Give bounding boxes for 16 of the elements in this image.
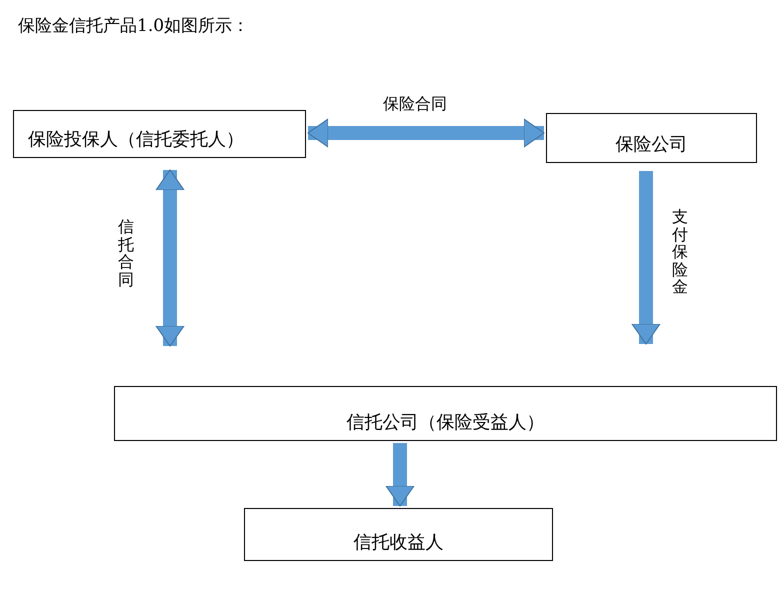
node-text: 保险公司 xyxy=(616,133,688,156)
process-box xyxy=(244,508,553,561)
process-box xyxy=(546,113,757,163)
node-text: 保险投保人（信托委托人） xyxy=(28,128,244,151)
process-box xyxy=(114,386,777,441)
block-arrow xyxy=(632,171,660,344)
edge-label: 信托合同 xyxy=(118,218,134,288)
block-arrow xyxy=(308,118,544,148)
process-box xyxy=(13,110,306,158)
edge-label: 支付保险金 xyxy=(672,208,688,296)
node-text: 信托公司（保险受益人） xyxy=(346,411,544,434)
title: 保险金信托产品1.0如图所示： xyxy=(18,15,250,37)
edge-label: 保险合同 xyxy=(383,95,447,114)
block-arrow xyxy=(386,443,414,506)
block-arrow xyxy=(156,170,184,346)
node-text: 信托收益人 xyxy=(354,531,444,554)
